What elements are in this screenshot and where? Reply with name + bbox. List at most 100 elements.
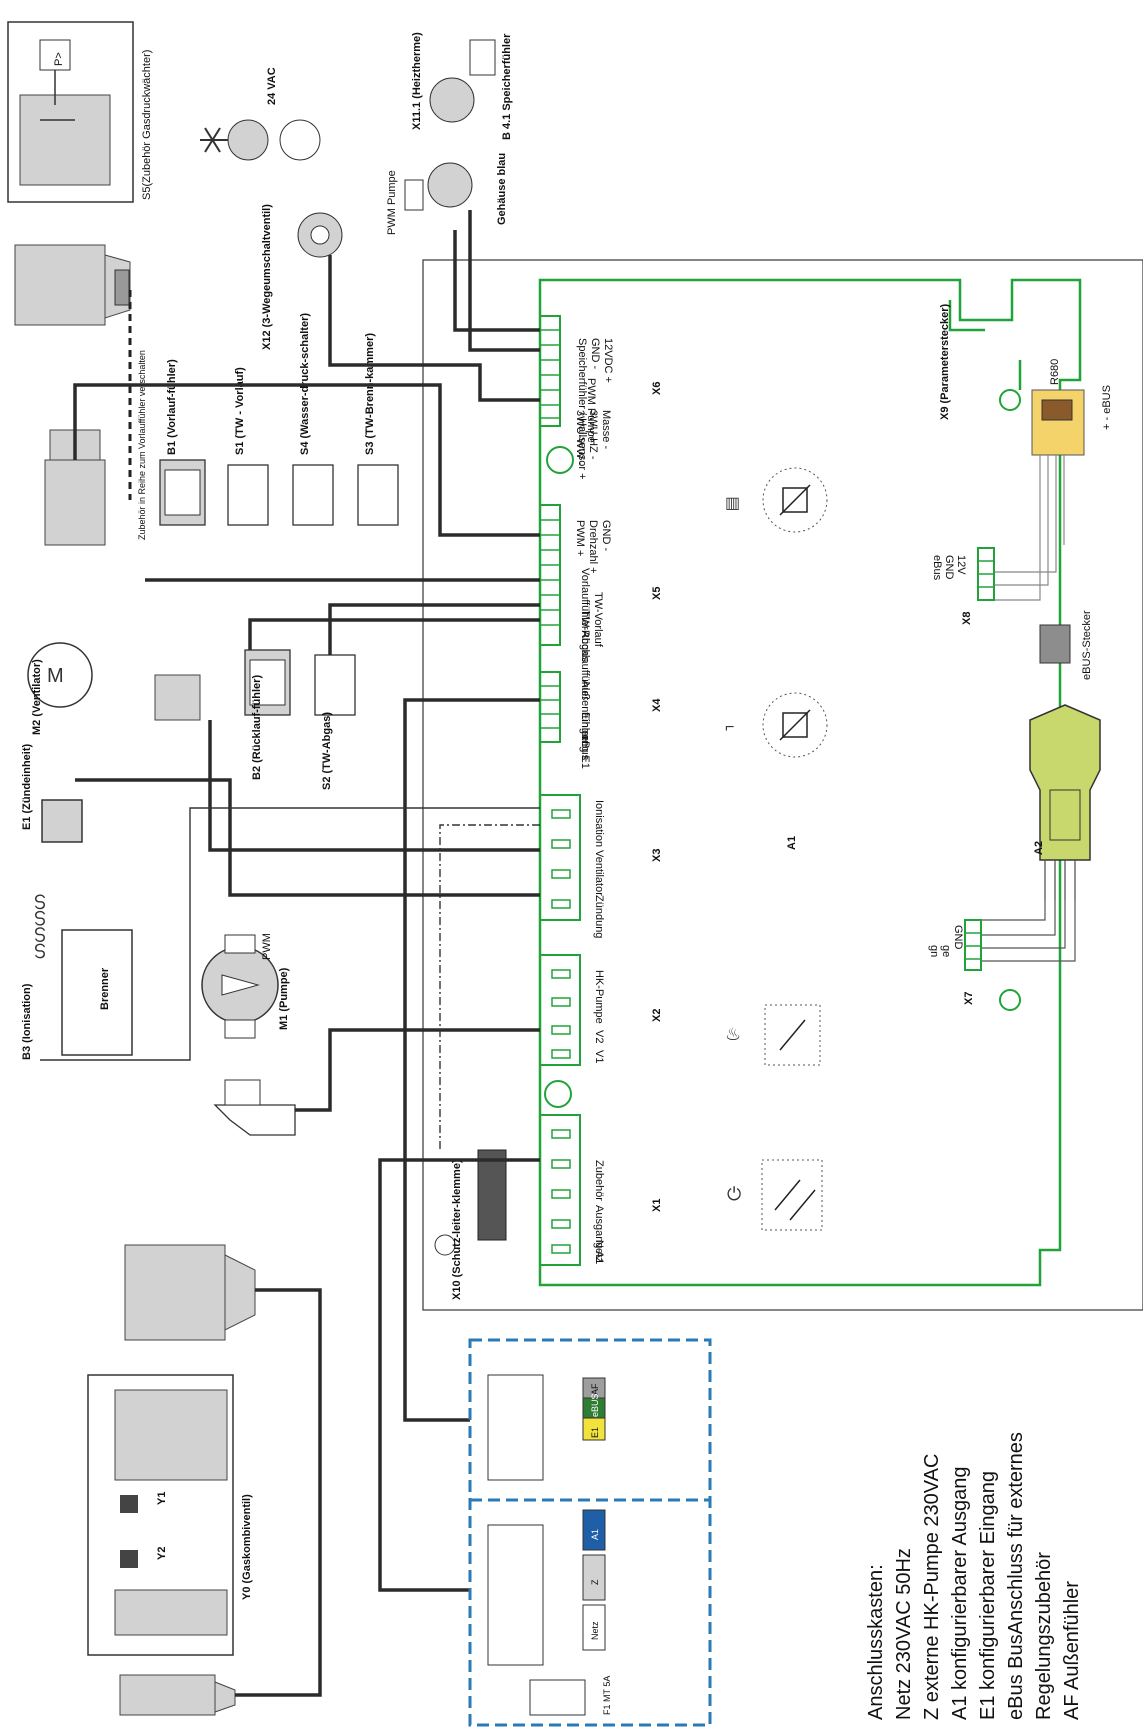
burner <box>61 929 133 1056</box>
x6-masse-label: Masse - <box>600 410 612 449</box>
x10-ground-terminal <box>434 1149 507 1256</box>
board-hole-3 <box>999 389 1021 411</box>
x10-label: X10 (Schutz-leiter-klemme) <box>451 1159 463 1300</box>
svg-text:Speicherfühler / Hallsensor +: Speicherfühler / Hallsensor + <box>576 338 588 480</box>
pump-plug <box>213 1079 296 1136</box>
x12-label: X12 (3-Wegeumschaltventil) <box>261 204 273 350</box>
gas-valve-plug <box>119 1674 236 1716</box>
x4-pin-strip <box>539 671 561 743</box>
svg-text:PWM +: PWM + <box>574 520 586 556</box>
b2-label: B2 (Rücklauf-fühler) <box>251 675 263 780</box>
svg-text:M: M <box>47 665 64 687</box>
burner-flames: ഗഗഗഗ <box>29 894 49 960</box>
thermistor-symbol-1 <box>762 467 828 533</box>
svg-text:Drehzahl +: Drehzahl + <box>587 520 599 574</box>
mains-connector <box>124 1244 256 1341</box>
x3-zuendung-label: Zündung <box>593 895 605 938</box>
r680-label: R680 <box>1049 359 1061 385</box>
x8-label: X8 <box>961 612 973 625</box>
x1-terminals <box>539 1114 581 1266</box>
gehaeuse-label: Gehäuse blau <box>496 153 508 225</box>
power-icon: ⏻ <box>727 1184 741 1204</box>
y2-label: Y2 <box>156 1547 168 1560</box>
legend-title: Anschlusskasten: <box>865 1564 887 1720</box>
wire-x4-box <box>403 698 540 1422</box>
x8-pin-strip <box>977 547 995 601</box>
m1-label: M1 (Pumpe) <box>278 967 290 1030</box>
x6-pwm-pumpe-label: PWM Pumpe <box>585 378 597 443</box>
sensor-s1 <box>227 464 269 526</box>
relay-symbol-2 <box>761 1159 823 1231</box>
x3-label: X3 <box>651 849 663 862</box>
wire-ionisation <box>40 807 540 1061</box>
sensor-s2 <box>314 654 356 716</box>
x1-netz-label: Netz <box>593 1240 605 1263</box>
wire-x5-abgas <box>328 603 540 655</box>
board-hole-2 <box>544 1080 572 1108</box>
tank-icon: ▥ <box>725 495 740 512</box>
x8-ebus-label: eBus <box>931 555 943 581</box>
board-a1-lower-notch <box>948 300 1022 390</box>
x3-ionisation-label: Ionisation <box>593 800 605 847</box>
x2-v1-label: V1 <box>593 1050 605 1063</box>
s3-label: S3 (TW-Brenn-kammer) <box>364 333 376 455</box>
legend-line-e1: E1 konfigurierbarer Eingang <box>977 1470 999 1720</box>
wire-x6-diverter <box>328 255 540 402</box>
wire-x6-pump <box>468 210 540 352</box>
x1-ausgang-label: Ausgang A1 <box>593 1205 605 1264</box>
board-a1 <box>538 278 1082 1287</box>
svg-text:Vorlauffühler: Vorlauffühler <box>579 568 591 630</box>
x6-3wu-ww-label: 3WU-WW - <box>574 410 586 466</box>
x7-pin-strip <box>964 919 982 971</box>
x7-gn-label: gn <box>928 945 940 957</box>
x4-label: X4 <box>651 698 663 712</box>
legend-line-a1: A1 konfigurierbarer Ausgang <box>949 1466 971 1721</box>
legend-line-af: AF Außenfühler <box>1061 1581 1083 1720</box>
a2-cable <box>982 900 1076 962</box>
wire-mains <box>235 1288 322 1697</box>
x5-pin-labels: GND - Drehzahl + PWM + Vorlauffühler TW-… <box>574 520 612 630</box>
svg-text:GND -: GND - <box>589 338 601 370</box>
pump-m1 <box>201 934 279 1039</box>
x5-label: X5 <box>651 587 663 600</box>
board-hole-1 <box>546 446 574 474</box>
m2-label: M2 (Ventilator) <box>31 659 43 735</box>
relay-symbol-1 <box>764 1004 821 1066</box>
x7-label: X7 <box>963 992 975 1005</box>
valve-24vac <box>200 119 321 161</box>
control-unit-outline <box>422 259 1143 1311</box>
sensor-b2 <box>244 649 291 716</box>
box-a1-label: A1 <box>590 1529 600 1540</box>
y1-label: Y1 <box>156 1492 168 1505</box>
wire-x2-pump <box>295 1028 540 1112</box>
x8-12v-label: 12V <box>955 555 967 575</box>
x2-hk-pumpe-label: HK-Pumpe <box>593 970 605 1024</box>
x6-label: X6 <box>651 382 663 395</box>
x5-tw-vorlauf-label: TW-Vorlauf <box>592 592 604 648</box>
y0-label: Y0 (Gaskombiventil) <box>241 1494 253 1600</box>
fan-m2: M <box>27 642 93 708</box>
wire-x3-zuendung <box>75 778 540 897</box>
ignition-unit-e1 <box>41 799 83 843</box>
x9-label: X9 (Parameterstecker) <box>939 303 951 420</box>
tap-icon: ⌐ <box>725 719 734 736</box>
box-e1-label: E1 <box>590 1427 600 1438</box>
x6-pin-labels: 12VDC + GND - Speicherfühler / Hallsenso… <box>576 338 614 480</box>
wire-x6-sensor <box>453 230 540 332</box>
pwm-pump-label: PWM Pumpe <box>386 170 398 235</box>
fan-connector <box>154 674 201 721</box>
legend-line-regelung: Regelungszubehör <box>1033 1552 1055 1720</box>
b1-label: B1 (Vorlauf-fühler) <box>166 359 178 455</box>
wire-x1-box <box>378 1158 540 1592</box>
x5-tw-abgas-label: TW-Abgas <box>579 610 591 662</box>
thermistor-symbol-2 <box>762 692 828 758</box>
ebus-plug <box>1039 624 1071 664</box>
x4-eingang-label: Eingang E1 <box>579 712 591 769</box>
x11-label: X11.1 (Heiztherme) <box>411 32 423 130</box>
wire-x5-fan <box>73 383 540 537</box>
x3-ventilator-label: Ventilator <box>593 850 605 896</box>
s5-label: S5(Zubehör Gasdruckwächter) <box>141 50 153 200</box>
legend-line-netz: Netz 230VAC 50Hz <box>893 1548 915 1720</box>
wire-x5-ruecklauf <box>248 618 540 650</box>
